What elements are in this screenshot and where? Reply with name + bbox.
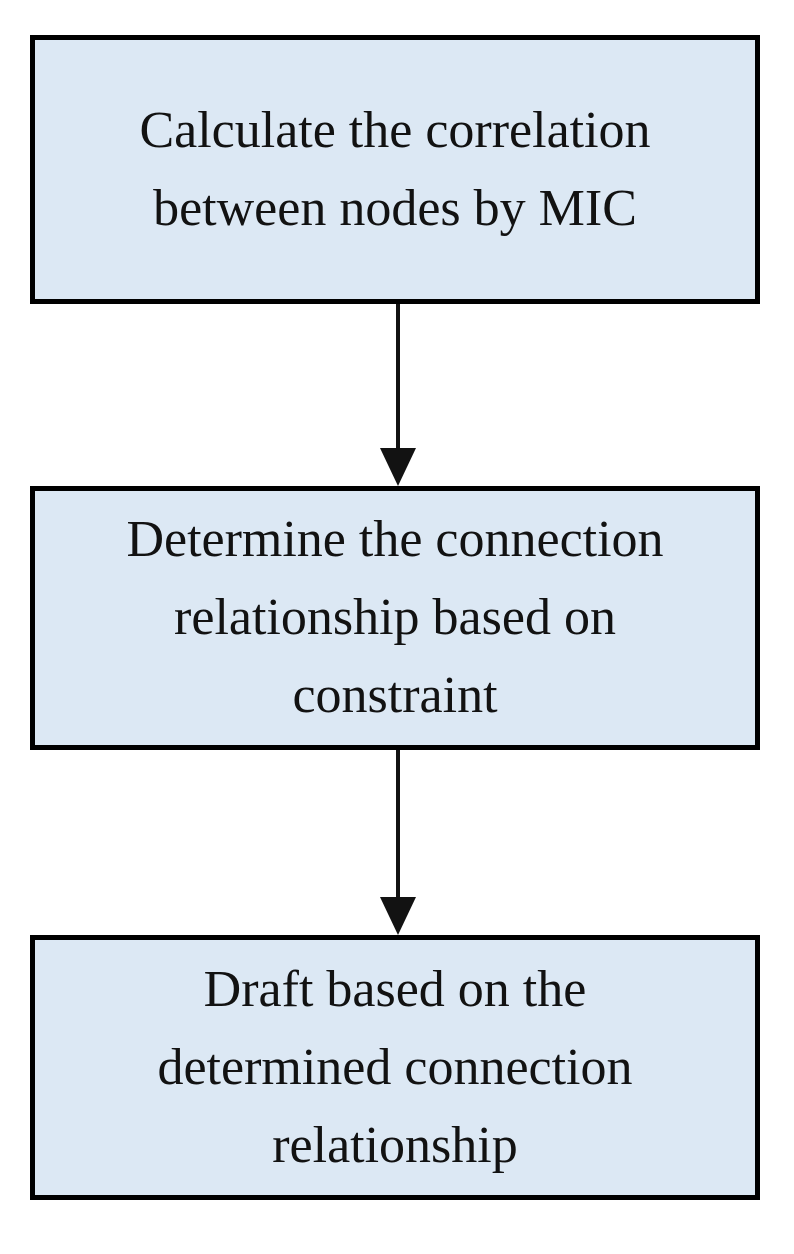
text-line: determined connection [157,1038,633,1096]
text-line: relationship based on [174,589,616,646]
text-line: between nodes by MIC [153,179,637,237]
text-line: constraint [292,667,498,724]
arrow-down-connector-2 [380,750,416,935]
arrow-head-icon [380,448,416,486]
text-line: relationship [272,1116,518,1174]
flow-step-3-text: Draft based on the determined connection… [35,951,755,1185]
flow-step-calculate-correlation: Calculate the correlation between nodes … [30,35,760,304]
flow-step-determine-connection: Determine the connection relationship ba… [30,486,760,750]
flow-step-2-text: Determine the connection relationship ba… [35,501,755,735]
arrow-down-connector-1 [380,304,416,486]
arrow-shaft [396,750,400,897]
arrow-shaft [396,304,400,448]
arrow-head-icon [380,897,416,935]
text-line: Draft based on the [203,960,587,1018]
text-line: Calculate the correlation [139,101,651,159]
flow-step-1-text: Calculate the correlation between nodes … [35,92,755,248]
text-line: Determine the connection [126,511,664,568]
flow-step-draft: Draft based on the determined connection… [30,935,760,1200]
